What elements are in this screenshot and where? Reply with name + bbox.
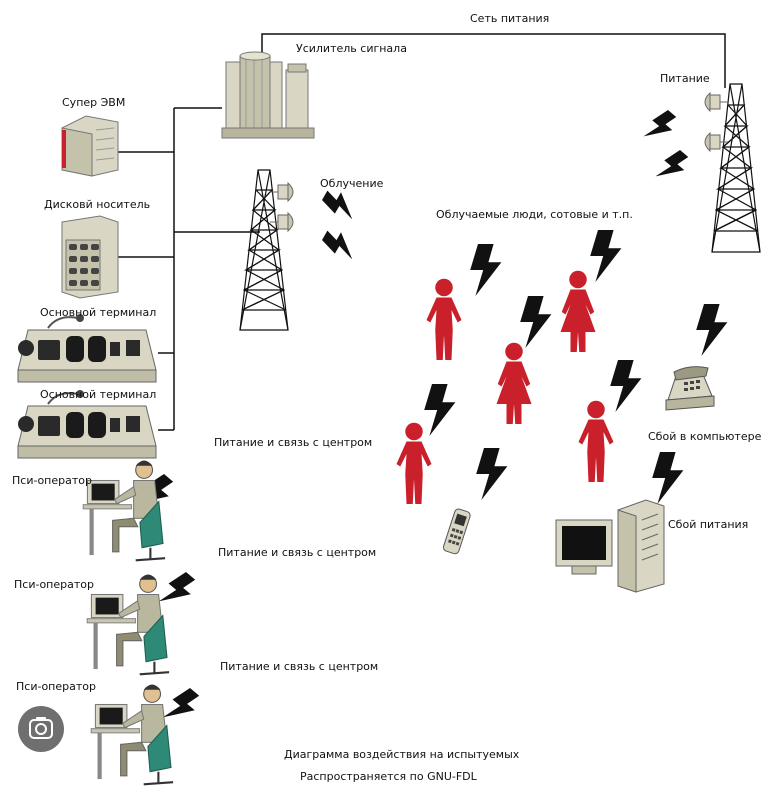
bolt-icon [590,230,622,282]
label-psi-operator-3: Пси-оператор [16,680,96,693]
computer-icon [555,499,665,593]
visual-search-button[interactable] [18,706,64,752]
caption-line-2: Распространяется по GNU-FDL [300,770,477,783]
label-super-computer: Супер ЭВМ [62,96,126,109]
person-icon [560,270,596,352]
label-psi-link-3: Питание и связь с центром [220,660,379,673]
label-irradiation: Облучение [320,177,384,190]
bolt-icon [424,384,456,436]
psi-operator-2-icon [86,573,171,676]
bolt-icon [155,568,200,615]
label-power: Питание [660,72,710,85]
label-main-terminal-2: Основной терминал [40,388,157,401]
bolt-icon [652,452,684,504]
mobile-phone-icon [442,508,471,555]
bolt-icon [319,225,362,263]
amplifier-icon [221,51,315,139]
desk-phone-icon [665,366,715,411]
label-psi-operator-1: Пси-оператор [12,474,92,487]
irradiation-tower-icon [239,169,294,331]
label-psi-link-2: Питание и связь с центром [218,546,377,559]
main-terminal-1-icon [17,313,157,383]
psi-operator-3-icon [90,683,175,786]
bolt-icon [652,146,693,188]
bolt-icon [520,296,552,348]
label-irradiated-people: Облучаемые люди, сотовые и т.п. [436,208,633,221]
bolt-icon [696,304,728,356]
bolt-icon [470,244,502,296]
lightning-bolts [133,106,728,731]
label-main-terminal-1: Основной терминал [40,306,157,319]
lens-icon [29,717,53,739]
person-icon [496,342,532,424]
person-icon [578,400,614,482]
label-computer-failure: Сбой в компьютере [648,430,762,443]
label-amplifier: Усилитель сигнала [296,42,407,55]
bolt-icon [476,448,508,500]
bolt-icon [610,360,642,412]
person-icon [396,422,432,504]
connection-lines [118,33,726,431]
psi-operator-1-icon [82,459,167,562]
bolt-icon [319,185,362,223]
label-psi-operator-2: Пси-оператор [14,578,94,591]
caption-line-1: Диаграмма воздействия на испытуемых [284,748,520,761]
disk-storage-icon [61,215,119,299]
label-power-failure: Сбой питания [668,518,749,531]
power-tower-icon [704,83,761,253]
super-computer-icon [61,115,119,177]
label-power-network: Сеть питания [470,12,550,25]
bolt-icon [640,106,681,148]
label-psi-link-1: Питание и связь с центром [214,436,373,449]
person-icon [426,278,462,360]
label-disk-storage: Дисковй носитель [44,198,151,211]
bolt-icon [159,684,204,731]
